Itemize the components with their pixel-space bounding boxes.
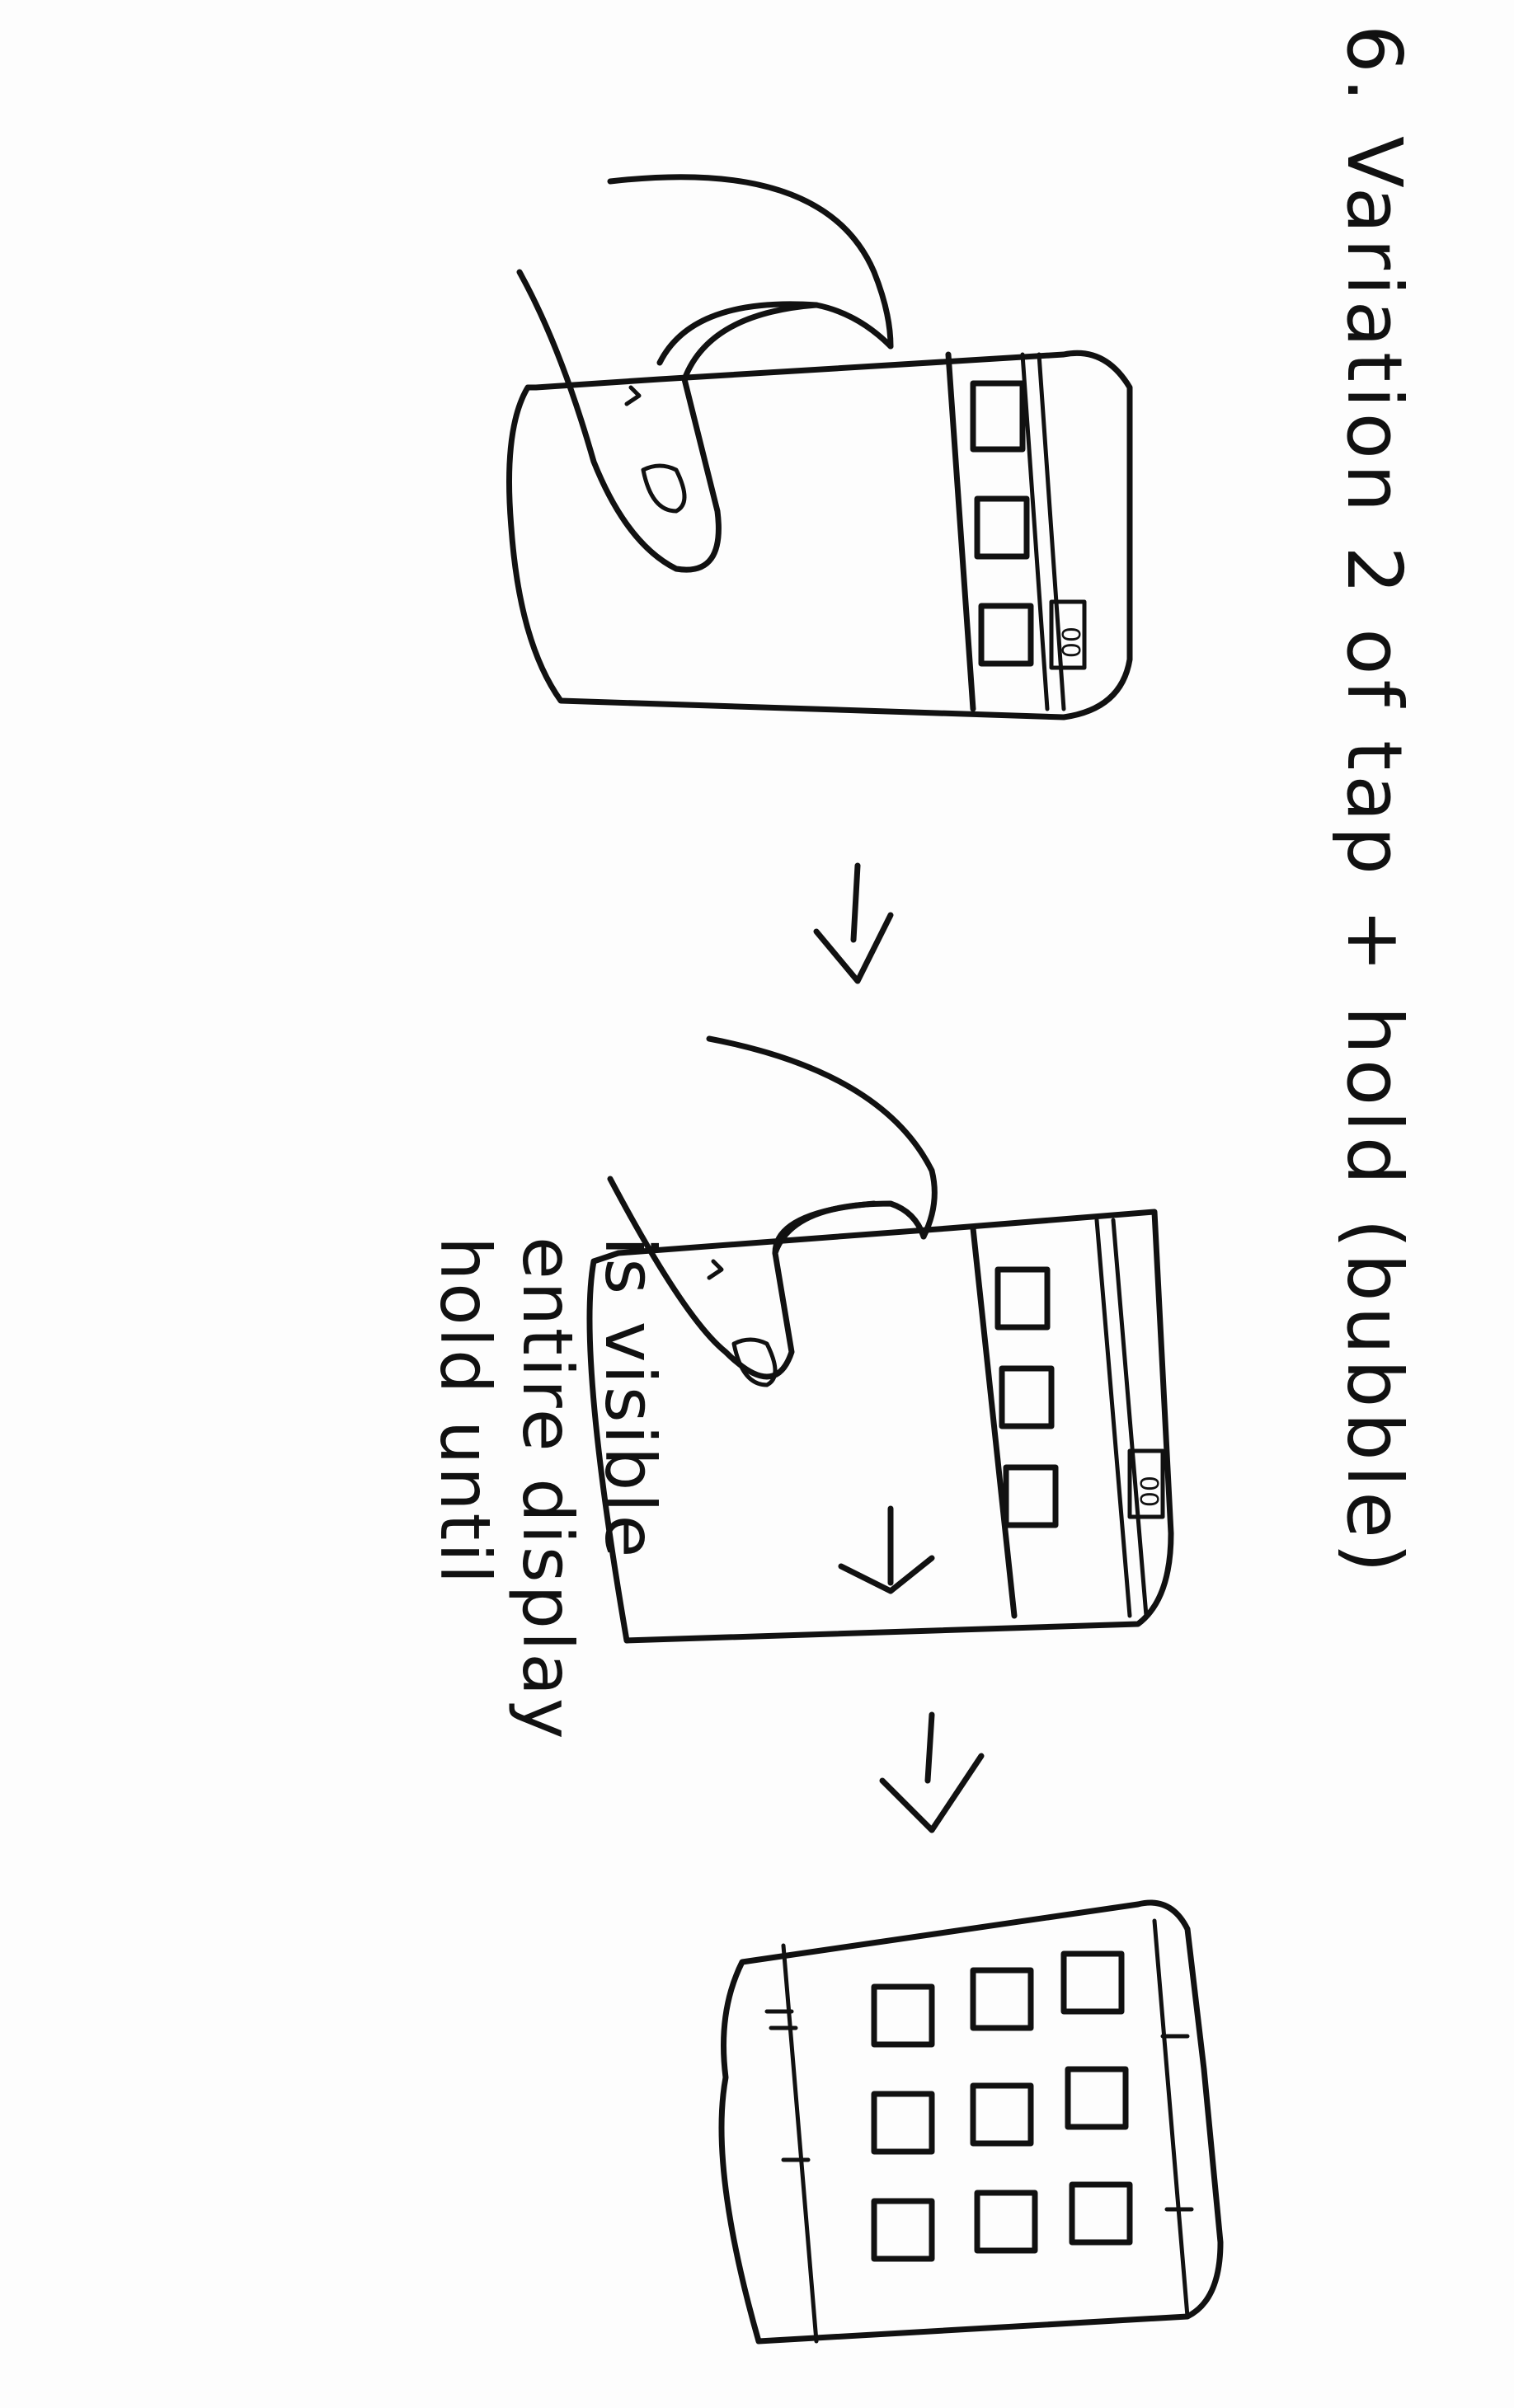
status-badge: 00 [1056, 627, 1084, 658]
phone-top-bar [1152, 1918, 1190, 2319]
app-icon [974, 495, 1030, 560]
app-icon [871, 2198, 935, 2262]
hand-knuckle [656, 301, 820, 366]
bar-tick [764, 2009, 798, 2030]
app-icon [1065, 2066, 1129, 2130]
app-icon [1003, 1464, 1059, 1528]
status-badge-box [1127, 1448, 1165, 1519]
app-icon [970, 1967, 1034, 2031]
phone-outline [586, 1209, 1174, 1644]
app-icon [871, 1983, 935, 2048]
app-icon [1069, 2181, 1133, 2246]
status-badge: 00 [1134, 1476, 1163, 1507]
hand-outline [706, 1035, 938, 1240]
annotation-note: hold until entire display is visible [425, 1237, 670, 1742]
app-icon [1060, 1950, 1125, 2015]
frame-3-full-display-grid [718, 1899, 1224, 2345]
hand-knuckle [772, 1200, 877, 1256]
app-icon [999, 1365, 1055, 1429]
app-icon [871, 2091, 935, 2155]
down-arrow-icon [813, 862, 894, 984]
phone-outline [718, 1899, 1224, 2345]
app-icon [970, 2082, 1034, 2147]
phone-outline [506, 350, 1133, 721]
frame-2-finger-swipe-left: 00 [586, 1035, 1174, 1644]
phone-top-bar [1020, 352, 1050, 711]
app-icon [970, 380, 1026, 453]
down-arrow-icon [879, 1711, 985, 1833]
annotation-line-1: hold until [425, 1237, 505, 1586]
phone-divider [945, 351, 976, 712]
app-icon [994, 1266, 1051, 1331]
phone-top-bar-inner [1111, 1218, 1149, 1618]
status-badge-box [1049, 599, 1087, 670]
app-icon [974, 2190, 1038, 2254]
page-title: 6. Variation 2 of tap + hold (bubble) [1330, 25, 1418, 1578]
left-arrow-head [838, 1555, 935, 1594]
hand-outline [607, 174, 894, 350]
fingernail [731, 1337, 778, 1387]
phone-top-bar-inner [1037, 352, 1066, 711]
page-title-group: 6. Variation 2 of tap + hold (bubble) [1330, 25, 1418, 1578]
annotation-line-3: is visible [590, 1237, 670, 1560]
fingernail [641, 463, 687, 514]
finger-icon [607, 1176, 927, 1380]
phone-divider [970, 1225, 1018, 1619]
phone-top-bar [1094, 1218, 1132, 1618]
app-icon [978, 603, 1034, 667]
phone-bottom-bar [781, 1943, 819, 2344]
frame-1-finger-tap-on-phone: 00 [506, 174, 1133, 721]
bar-tick [1160, 2034, 1194, 2212]
finger-crease [707, 1259, 724, 1280]
annotation-line-2: entire display [507, 1237, 588, 1742]
finger-crease [624, 385, 642, 406]
